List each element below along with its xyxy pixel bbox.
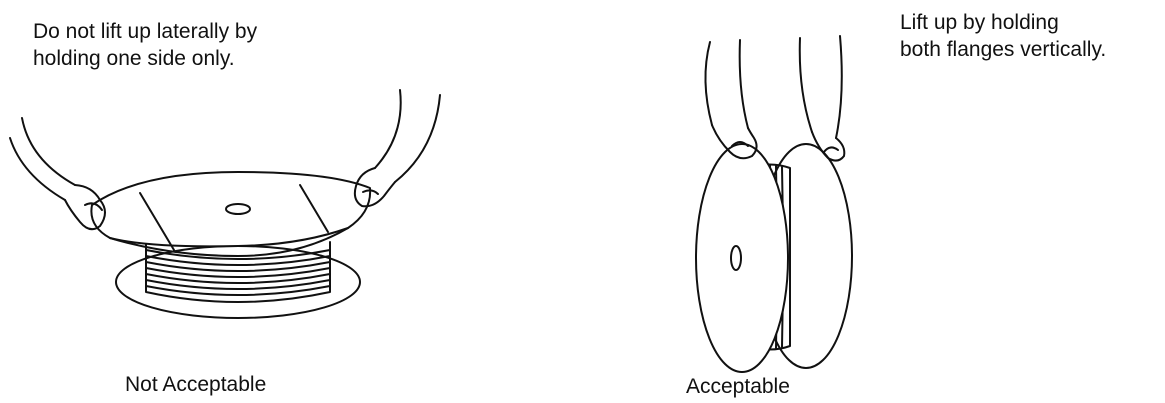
left-arm-icon-vertical [705, 40, 756, 158]
incorrect-lift-illustration [10, 90, 440, 318]
right-arm-icon-vertical [800, 36, 845, 161]
top-flange [91, 172, 370, 246]
correct-lift-illustration [696, 36, 852, 372]
